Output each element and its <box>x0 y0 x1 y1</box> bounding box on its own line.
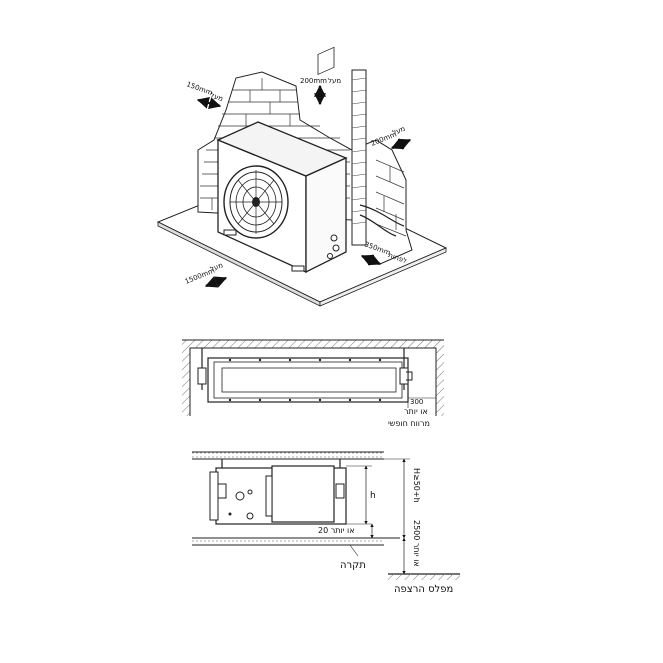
floor-height-label: 2500 או יותר <box>412 520 421 567</box>
indoor-side-view: h 20 או יותר H≥50+h 2500 או יותר תקרה מפ… <box>192 451 460 595</box>
H-formula: H≥50+h <box>412 468 421 503</box>
clearance-top-word: מעל <box>328 77 341 85</box>
clearance-top-value: 200mm <box>300 77 327 85</box>
fan-grille <box>223 165 289 239</box>
clearance-arrow-service <box>360 254 382 266</box>
ceiling-label: תקרה <box>340 560 366 571</box>
indoor-top-view: 300 או יותר מרווח חופשי <box>182 339 444 428</box>
h-label: h <box>370 491 376 501</box>
free-space-label: מרווח חופשי <box>388 419 430 428</box>
floor-level-label: מפלס הרצפה <box>394 584 453 595</box>
top-gap-word: או יותר <box>404 407 428 416</box>
top-gap-value: 300 <box>410 398 423 406</box>
clearance-front-word: מעל <box>209 261 224 273</box>
drain-pipe <box>351 69 367 246</box>
clearance-arrow-right <box>390 138 412 150</box>
gap-bottom-label: 20 או יותר <box>318 526 355 535</box>
outdoor-unit-figure: 150mm מעל 200mm מעל 200mm מעל 1500mm מעל… <box>156 46 448 307</box>
outdoor-unit-side <box>305 156 347 274</box>
clearance-right-word: מעל <box>391 125 406 137</box>
clearance-arrow-rear-left <box>196 97 222 109</box>
clearance-arrow-front <box>204 276 228 288</box>
clearance-rear-left-value: 150mm <box>185 80 213 97</box>
clearance-rear-left-word: מעל <box>209 91 224 103</box>
